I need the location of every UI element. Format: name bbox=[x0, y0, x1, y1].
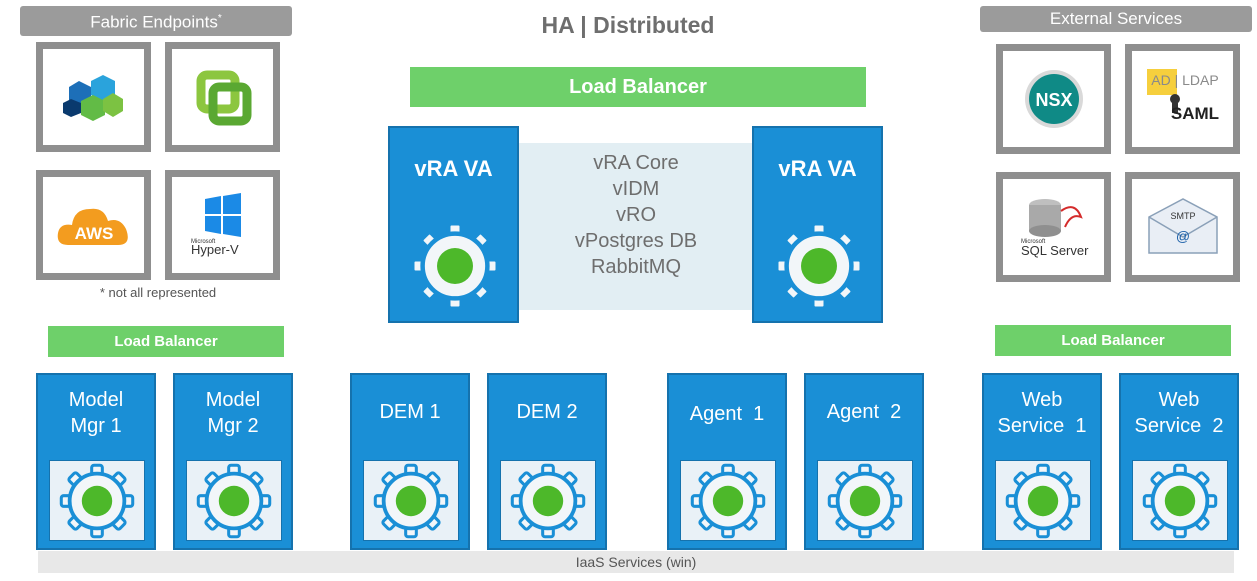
smtp-tile: SMTP @ bbox=[1125, 172, 1240, 282]
vra-appliance-left: vRA VA bbox=[388, 126, 519, 323]
box-label: Agent 2 bbox=[826, 401, 902, 423]
gear-panel bbox=[363, 460, 459, 541]
core-service-item: vIDM bbox=[612, 178, 660, 200]
left-load-balancer: Load Balancer bbox=[48, 326, 284, 357]
ad-ldap-label: AD | LDAP bbox=[1151, 72, 1218, 88]
dem-2: DEM 2 bbox=[487, 373, 607, 550]
core-service-item: vRO bbox=[616, 204, 656, 226]
iaas-services-bar: IaaS Services (win) bbox=[38, 551, 1234, 573]
ad-saml-tile: AD | LDAP SAML bbox=[1125, 44, 1240, 154]
right-load-balancer: Load Balancer bbox=[995, 325, 1231, 356]
vra-appliance-label: vRA VA bbox=[778, 156, 857, 181]
vra-appliance-label: vRA VA bbox=[414, 156, 493, 181]
core-services-panel: vRA Core vIDM vRO vPostgres DB RabbitMQ bbox=[519, 143, 753, 310]
gear-panel bbox=[817, 460, 913, 541]
hyper-v-icon: Microsoft Hyper-V bbox=[191, 193, 241, 257]
aws-icon: AWS bbox=[57, 208, 128, 245]
hyper-v-tile: Microsoft Hyper-V bbox=[165, 170, 280, 280]
fabric-endpoints-header: Fabric Endpoints* bbox=[20, 6, 292, 36]
gear-panel bbox=[680, 460, 776, 541]
gear-icon bbox=[196, 463, 272, 538]
fabric-note: * not all represented bbox=[99, 285, 217, 300]
footnote-mark: * bbox=[217, 13, 222, 24]
nsx-tile: NSX bbox=[996, 44, 1111, 154]
smtp-label: SMTP bbox=[1170, 211, 1195, 221]
page-title: HA | Distributed bbox=[541, 12, 715, 38]
gear-icon bbox=[1142, 463, 1218, 538]
core-service-item: RabbitMQ bbox=[590, 256, 682, 278]
sql-vendor: Microsoft bbox=[1021, 239, 1046, 245]
box-label: Agent 1 bbox=[689, 403, 765, 425]
box-label-line2: Mgr 2 bbox=[207, 415, 259, 437]
hyper-v-label: Hyper-V bbox=[191, 242, 239, 257]
vra-appliance-right: vRA VA bbox=[752, 126, 883, 323]
fabric-endpoints-label: Fabric Endpoints bbox=[90, 12, 218, 32]
hyper-v-vendor: Microsoft bbox=[191, 239, 216, 245]
at-symbol: @ bbox=[1175, 228, 1189, 244]
gear-icon bbox=[1005, 463, 1081, 538]
vrealize-tile bbox=[165, 42, 280, 152]
gear-panel bbox=[500, 460, 596, 541]
nsx-icon: NSX bbox=[1024, 70, 1083, 128]
box-label: DEM 1 bbox=[379, 401, 441, 423]
box-label-line2: Service 1 bbox=[997, 415, 1087, 437]
box-label-line2: Service 2 bbox=[1134, 415, 1224, 437]
saml-label: SAML bbox=[1170, 104, 1218, 123]
agent-2: Agent 2 bbox=[804, 373, 924, 550]
gear-panel bbox=[186, 460, 282, 541]
gear-icon bbox=[59, 463, 135, 538]
smtp-envelope-icon: SMTP @ bbox=[1147, 198, 1218, 254]
ad-ldap-saml-icon: AD | LDAP SAML bbox=[1146, 69, 1219, 123]
agent-1: Agent 1 bbox=[667, 373, 787, 550]
box-label-line2: Mgr 1 bbox=[70, 415, 122, 437]
gear-icon bbox=[373, 463, 449, 538]
vsphere-tile bbox=[36, 42, 151, 152]
core-service-item: vRA Core bbox=[593, 152, 679, 174]
nsx-label: NSX bbox=[1035, 90, 1072, 110]
gear-icon bbox=[827, 463, 903, 538]
aws-tile: AWS bbox=[36, 170, 151, 280]
web-service-2: Web Service 2 bbox=[1119, 373, 1239, 550]
gear-icon bbox=[690, 463, 766, 538]
core-service-item: vPostgres DB bbox=[574, 230, 698, 252]
external-services-header: External Services bbox=[980, 6, 1252, 32]
sql-server-icon: Microsoft SQL Server bbox=[1021, 199, 1089, 258]
box-label-line1: Web bbox=[1158, 389, 1200, 411]
gear-icon bbox=[410, 221, 500, 311]
sql-server-label: SQL Server bbox=[1021, 243, 1089, 258]
sql-tile: Microsoft SQL Server bbox=[996, 172, 1111, 282]
gear-icon bbox=[774, 221, 864, 311]
gear-panel bbox=[1132, 460, 1228, 541]
box-label: DEM 2 bbox=[516, 401, 578, 423]
web-service-1: Web Service 1 bbox=[982, 373, 1102, 550]
box-label-line1: Model bbox=[205, 389, 261, 411]
gear-panel bbox=[49, 460, 145, 541]
top-load-balancer: Load Balancer bbox=[410, 67, 866, 107]
vmware-vsphere-icon bbox=[62, 75, 123, 121]
box-label-line1: Model bbox=[68, 389, 124, 411]
model-manager-1: Model Mgr 1 bbox=[36, 373, 156, 550]
model-manager-2: Model Mgr 2 bbox=[173, 373, 293, 550]
vrealize-icon bbox=[196, 70, 251, 126]
gear-panel bbox=[995, 460, 1091, 541]
dem-1: DEM 1 bbox=[350, 373, 470, 550]
aws-label: AWS bbox=[74, 224, 113, 243]
box-label-line1: Web bbox=[1021, 389, 1063, 411]
gear-icon bbox=[510, 463, 586, 538]
